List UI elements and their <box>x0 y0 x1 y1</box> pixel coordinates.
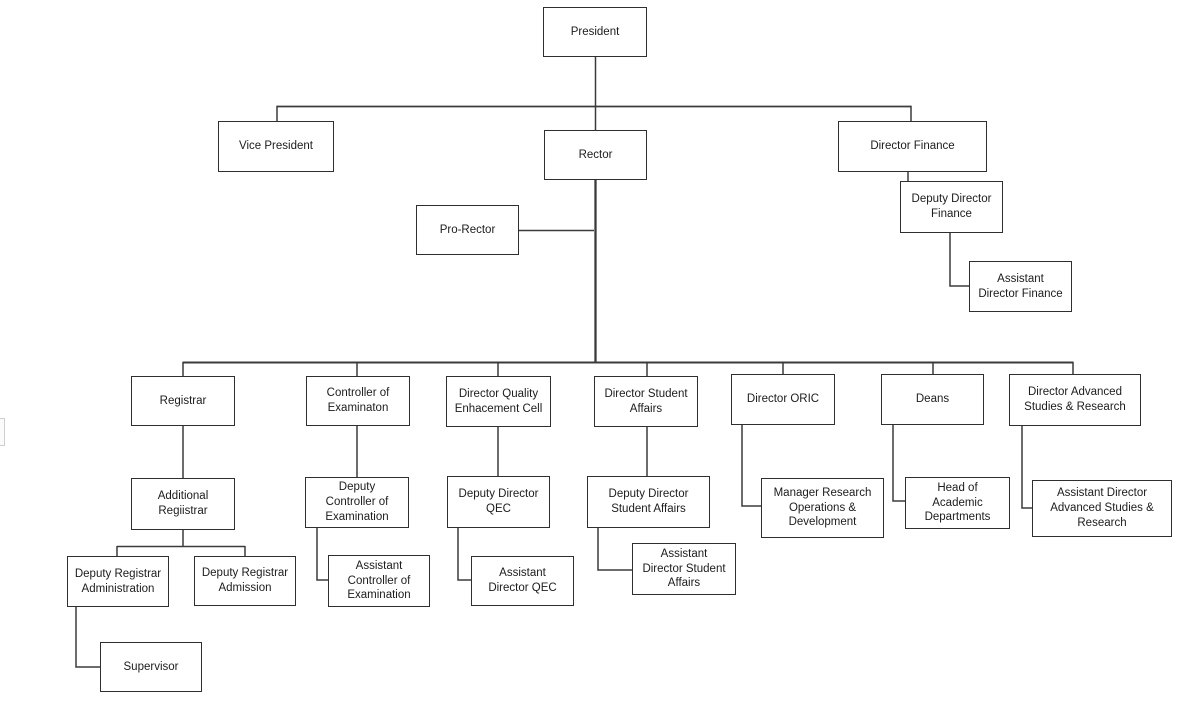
org-node-pro-rector: Pro-Rector <box>416 205 519 255</box>
edge-deputy-finance-to-assistant <box>949 233 969 287</box>
edge-rail-drops <box>182 361 1074 376</box>
org-node-deans: Deans <box>881 374 984 425</box>
org-node-deputy-registrar-admission: Deputy Registrar Admission <box>194 556 296 606</box>
org-node-assistant-director-student-affairs: Assistant Director Student Affairs <box>632 543 736 595</box>
org-node-assistant-director-finance: Assistant Director Finance <box>969 261 1072 312</box>
edge-deputy-qec-to-assistant <box>457 528 471 581</box>
org-node-assistant-director-qec: Assistant Director QEC <box>471 556 574 606</box>
edge-deputy-admin-to-supervisor <box>75 607 100 668</box>
edge-advanced-to-assistant <box>1021 426 1032 509</box>
org-node-deputy-controller-of-examination: Deputy Controller of Examination <box>305 477 409 528</box>
org-node-assistant-controller-of-examination: Assistant Controller of Examination <box>328 555 430 607</box>
edge-oric-to-manager <box>741 425 761 507</box>
edge-additional-registrar-fork <box>116 530 246 556</box>
org-node-deputy-director-qec: Deputy Director QEC <box>447 476 550 528</box>
org-node-controller-of-examination: Controller of Examinaton <box>306 376 410 426</box>
org-node-director-student-affairs: Director Student Affairs <box>594 376 698 427</box>
org-node-deputy-director-finance: Deputy Director Finance <box>900 181 1003 233</box>
left-edge-scroll-artifact <box>0 418 5 446</box>
org-node-assistant-director-advanced-studies: Assistant Director Advanced Studies & Re… <box>1032 480 1172 537</box>
org-node-head-of-academic-departments: Head of Academic Departments <box>905 477 1010 529</box>
org-node-manager-research-operations: Manager Research Operations & Developmen… <box>761 478 884 538</box>
org-node-supervisor: Supervisor <box>100 642 202 692</box>
org-node-deputy-registrar-administration: Deputy Registrar Administration <box>67 556 169 607</box>
org-node-registrar: Registrar <box>131 376 235 426</box>
edge-deputy-sa-to-assistant <box>597 528 632 571</box>
edge-deans-to-head <box>892 425 905 502</box>
org-node-rector: Rector <box>544 130 647 180</box>
org-node-additional-registrar: Additional Regiistrar <box>131 478 235 530</box>
org-node-deputy-director-student-affairs: Deputy Director Student Affairs <box>587 476 710 528</box>
org-node-director-oric: Director ORIC <box>731 374 835 425</box>
edge-deputy-controller-to-assistant <box>316 528 328 581</box>
org-node-director-advanced-studies: Director Advanced Studies & Research <box>1009 374 1141 426</box>
org-node-director-qec: Director Quality Enhacement Cell <box>446 376 551 427</box>
org-node-director-finance: Director Finance <box>838 121 987 172</box>
org-node-vice-president: Vice President <box>218 121 334 172</box>
org-node-president: President <box>543 7 647 57</box>
